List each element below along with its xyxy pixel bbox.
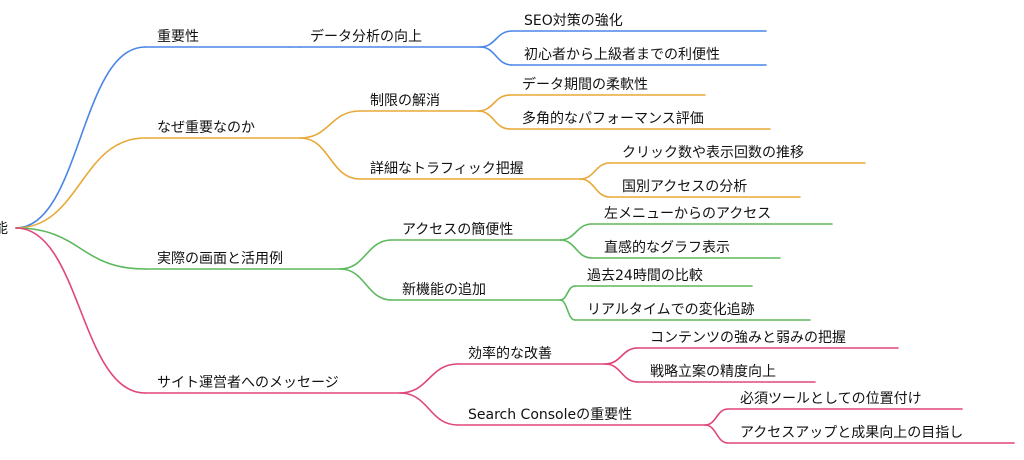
- branch-label: サイト運営者へのメッセージ: [157, 375, 339, 391]
- leaf-connector: [579, 162, 611, 180]
- subtopic-label: データ分析の向上: [310, 28, 422, 45]
- subtopic-label: Search Consoleの重要性: [468, 407, 632, 423]
- leaf-label: 直感的なグラフ表示: [604, 239, 730, 256]
- mindmap-labels: 能 重要性 データ分析の向上 SEO対策の強化初心者から上級者までの利便性なぜ重要な…: [0, 12, 963, 441]
- subtopic-label: アクセスの簡便性: [402, 222, 513, 238]
- leaf-connector: [604, 347, 639, 365]
- leaf-connector: [559, 223, 593, 241]
- subtopic-label: 新機能の追加: [402, 282, 486, 298]
- subtopic-connector: [299, 110, 361, 139]
- branch-label: 実際の画面と活用例: [157, 251, 283, 267]
- leaf-label: クリック数や表示回数の推移: [622, 145, 804, 161]
- leaf-label: データ期間の柔軟性: [522, 76, 648, 93]
- leaf-connector: [477, 110, 511, 130]
- branch-label: 重要性: [157, 29, 199, 45]
- root-label: 能: [0, 221, 8, 237]
- leaf-connector: [704, 424, 729, 444]
- leaf-label: 過去24時間の比較: [587, 268, 703, 284]
- subtopic-connector: [339, 268, 393, 301]
- leaf-connector: [477, 94, 511, 112]
- branch-connector: [15, 137, 146, 229]
- subtopic-label: 効率的な改善: [468, 345, 552, 362]
- branch-connector: [15, 227, 146, 270]
- leaf-label: コンテンツの強みと弱みの把握: [650, 330, 846, 346]
- branch-label: なぜ重要なのか: [157, 120, 255, 136]
- subtopic-label: 制限の解消: [370, 93, 440, 109]
- leaf-label: アクセスアップと成果向上の目指し: [740, 425, 963, 441]
- leaf-label: 初心者から上級者までの利便性: [524, 46, 720, 63]
- leaf-connector: [579, 178, 611, 198]
- leaf-label: 必須ツールとしての位置付け: [740, 391, 922, 407]
- leaf-label: SEO対策の強化: [524, 12, 623, 29]
- leaf-connector: [559, 299, 576, 321]
- subtopic-connector: [399, 363, 459, 394]
- leaf-label: 多角的なパフォーマンス評価: [522, 110, 704, 127]
- leaf-connector: [704, 408, 729, 426]
- branch-connector: [15, 46, 146, 229]
- subtopic-connector: [299, 137, 361, 180]
- leaf-connector: [604, 363, 639, 383]
- subtopic-connector: [339, 239, 393, 270]
- branch-connector: [15, 227, 146, 394]
- leaf-connector: [559, 285, 576, 301]
- leaf-label: リアルタイムでの変化追跡: [587, 301, 755, 318]
- leaf-label: 戦略立案の精度向上: [650, 363, 776, 380]
- leaf-label: 国別アクセスの分析: [622, 179, 747, 195]
- subtopic-label: 詳細なトラフィック把握: [370, 161, 524, 177]
- leaf-label: 左メニューからのアクセス: [604, 206, 771, 222]
- leaf-connector: [479, 46, 513, 66]
- leaf-connector: [479, 30, 513, 48]
- subtopic-connector: [399, 392, 459, 426]
- leaf-connector: [559, 239, 593, 259]
- mindmap-edges: [15, 30, 1015, 444]
